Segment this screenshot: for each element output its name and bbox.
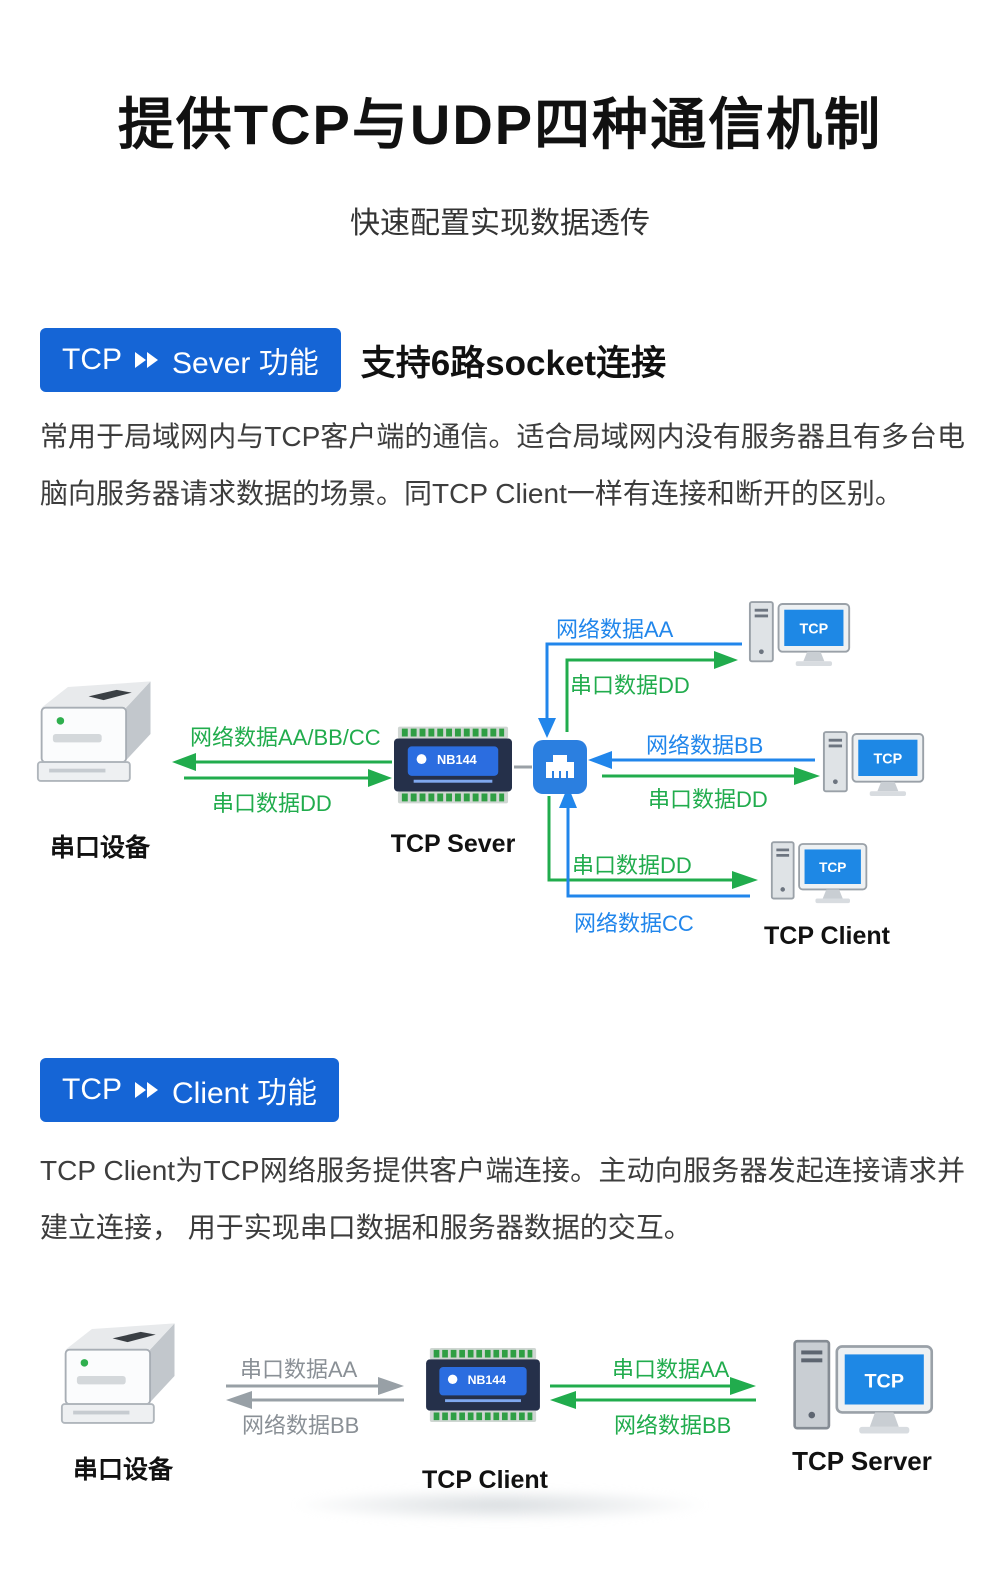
arrow-label-serial-dd-bottom: 串口数据DD	[572, 853, 692, 878]
device-model-text: NB144	[468, 1373, 507, 1387]
screen-text: TCP	[874, 752, 903, 768]
arrow-label-net-bb: 网络数据BB	[646, 733, 764, 758]
tcp-client-label: TCP Client	[764, 922, 890, 950]
arrow-label-serial-aa-left: 串口数据AA	[240, 1357, 358, 1382]
arrow-label-serial-dd-top: 串口数据DD	[570, 673, 690, 698]
tcp-server-label: TCP Sever	[390, 830, 516, 858]
tcp-server-label: TCP Server	[792, 1446, 932, 1476]
tcp-client-label: TCP Client	[422, 1466, 548, 1494]
page-title: 提供TCP与UDP四种通信机制	[117, 93, 883, 156]
serial-device-label: 串口设备	[49, 834, 150, 862]
computer-icon-top: TCP	[748, 598, 853, 673]
device-model-text: NB144	[437, 752, 478, 767]
tcp-server-section-header: TCP Sever 功能 支持6路socket连接	[40, 328, 666, 392]
badge-prefix: TCP	[62, 343, 122, 376]
arrow-label-serial-dd-mid: 串口数据DD	[648, 787, 768, 812]
serial-device-label: 串口设备	[72, 1456, 173, 1484]
ethernet-port-icon	[533, 740, 587, 794]
tcp-server-badge: TCP Sever 功能	[40, 328, 341, 392]
tcp-client-badge: TCP Client 功能	[40, 1058, 340, 1122]
arrow-label-net-aabbcc: 网络数据AA/BB/CC	[190, 725, 381, 750]
badge-suffix: Sever 功能	[172, 347, 319, 380]
nb144-device-icon: NB144	[394, 726, 512, 804]
badge-prefix: TCP	[62, 1073, 122, 1106]
serial-device-icon	[60, 1318, 182, 1448]
tcp-server-diagram: 串口设备 NB144 TCP Sever	[0, 580, 1000, 990]
ground-shadow	[290, 1488, 710, 1522]
screen-text: TCP	[864, 1370, 904, 1392]
nb144-device-icon: NB144	[426, 1348, 540, 1422]
badge-suffix: Client 功能	[172, 1077, 318, 1110]
tcp-server-paragraph: 常用于局域网内与TCP客户端的通信。适合局域网内没有服务器且有多台电脑向服务器请…	[40, 421, 965, 510]
serial-device-icon	[36, 676, 158, 806]
tcp-client-section-header: TCP Client 功能	[40, 1058, 340, 1122]
arrow-label-net-bb-left: 网络数据BB	[242, 1413, 360, 1438]
arrow-label-serial-aa-right: 串口数据AA	[612, 1357, 730, 1382]
computer-icon-bottom: TCP	[770, 838, 870, 910]
computer-icon-middle: TCP	[822, 728, 927, 803]
arrow-label-serial-dd-left: 串口数据DD	[212, 791, 332, 816]
arrow-label-net-cc: 网络数据CC	[574, 911, 694, 936]
arrow-label-net-aa: 网络数据AA	[556, 617, 674, 642]
tcp-client-diagram: 串口设备 NB144 TCP Client TCP TCP Se	[0, 1300, 1000, 1570]
page-subtitle: 快速配置实现数据透传	[350, 207, 650, 240]
fast-forward-icon	[135, 1082, 158, 1098]
arrow-label-net-bb-right: 网络数据BB	[614, 1413, 732, 1438]
section-heading: 支持6路socket连接	[360, 343, 667, 383]
screen-text: TCP	[819, 860, 846, 875]
fast-forward-icon	[135, 352, 158, 368]
tcp-client-paragraph: TCP Client为TCP网络服务提供客户端连接。主动向服务器发起连接请求并建…	[40, 1155, 965, 1244]
screen-text: TCP	[800, 622, 829, 638]
computer-icon-server: TCP	[792, 1338, 937, 1442]
